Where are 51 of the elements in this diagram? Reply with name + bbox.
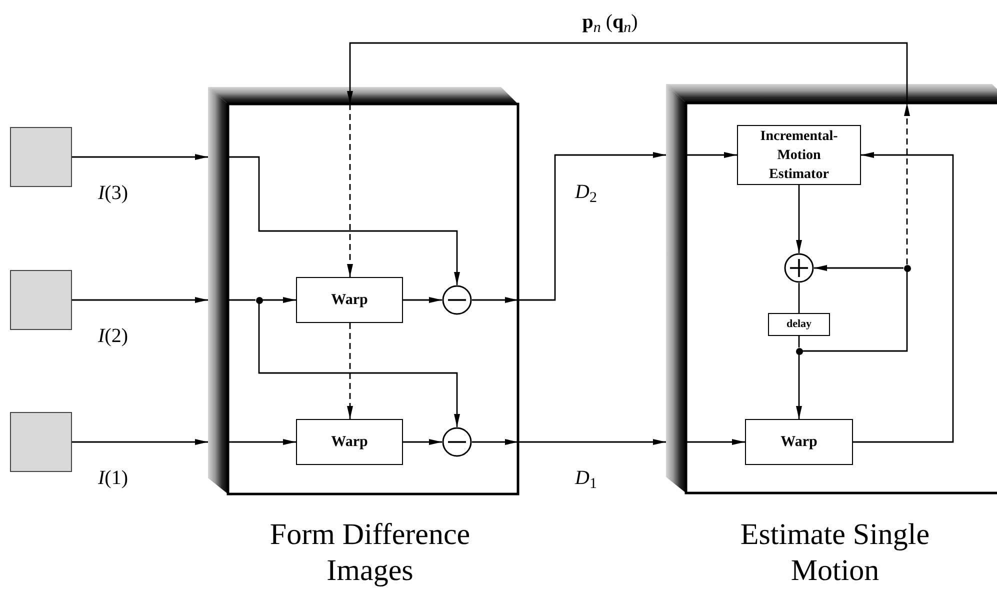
connector-line xyxy=(798,283,800,313)
process-label: delay xyxy=(786,319,812,330)
arrow xyxy=(403,439,442,445)
dashed-arrow xyxy=(904,103,910,264)
subtractor-symbol xyxy=(442,285,472,315)
arrow xyxy=(472,439,518,445)
arrow xyxy=(228,156,460,285)
edge-label: I(2) xyxy=(98,326,128,346)
connector-line xyxy=(798,336,800,348)
process-box xyxy=(296,419,403,465)
arrow xyxy=(72,154,208,160)
connector-line xyxy=(228,299,256,301)
process-box xyxy=(296,277,403,323)
panel-title: Estimate Single Motion xyxy=(739,517,931,589)
process-label: Warp xyxy=(331,434,368,450)
process-label: Warp xyxy=(331,292,368,308)
edge-label: I(1) xyxy=(98,468,128,488)
process-box xyxy=(768,313,830,336)
arrow xyxy=(228,439,296,445)
arrow xyxy=(472,297,518,303)
arrow xyxy=(796,185,802,253)
edge-label: p$_{n}$ (q$_{n}$) xyxy=(582,12,638,32)
subtractor-symbol xyxy=(442,427,472,457)
process-box xyxy=(745,419,853,465)
arrow xyxy=(72,439,208,445)
arrow xyxy=(258,304,460,427)
process-box xyxy=(737,125,861,185)
arrow xyxy=(72,297,208,303)
edge-label: D$_{1}$ xyxy=(575,468,597,488)
panel-title: Form Difference Images xyxy=(268,517,472,589)
process-label: Warp xyxy=(780,434,818,450)
connector-line xyxy=(802,272,908,352)
arrow xyxy=(796,354,802,419)
image-block xyxy=(10,127,72,187)
image-block xyxy=(10,270,72,330)
process-label: Incremental-Motion Estimator xyxy=(759,128,839,184)
dashed-arrow xyxy=(347,104,353,277)
arrow xyxy=(403,297,442,303)
arrow xyxy=(686,439,745,445)
edge-label: D$_{2}$ xyxy=(575,182,597,202)
dashed-arrow xyxy=(347,323,353,419)
arrow xyxy=(814,265,904,271)
arrow xyxy=(518,152,666,301)
arrow xyxy=(347,42,908,104)
arrow xyxy=(518,439,666,445)
edge-label: I(3) xyxy=(98,183,128,203)
arrow xyxy=(853,152,954,443)
arrow xyxy=(686,152,737,158)
arrow xyxy=(262,297,296,303)
image-block xyxy=(10,412,72,472)
adder-symbol xyxy=(784,253,814,283)
